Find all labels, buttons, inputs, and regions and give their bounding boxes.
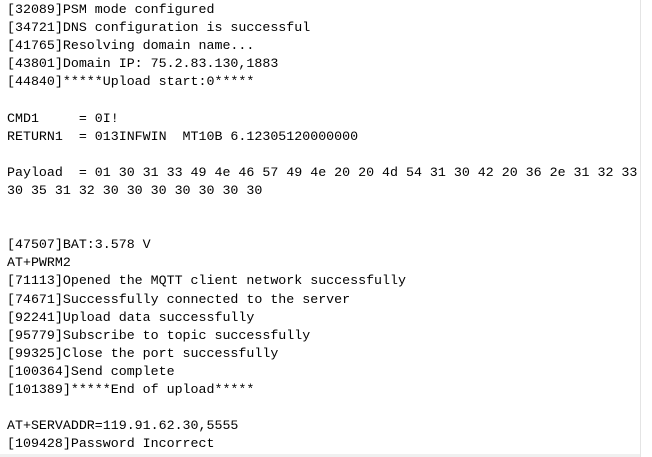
log-line: RETURN1 = 013INFWIN MT10B 6.123051200000… xyxy=(7,128,359,144)
log-line: [44840]*****Upload start:0***** xyxy=(7,74,255,90)
blank-line xyxy=(7,399,640,417)
log-line: [34721]DNS configuration is successful xyxy=(7,20,311,36)
log-line: [32089]PSM mode configured xyxy=(7,2,215,17)
log-line: CMD1 = 0I! xyxy=(7,110,119,126)
log-line: [74671]Successfully connected to the ser… xyxy=(7,291,351,307)
log-line: Payload = 01 30 31 33 49 4e 46 57 49 4e … xyxy=(7,164,638,180)
blank-line xyxy=(7,91,640,109)
log-line: [92241]Upload data successfully xyxy=(7,309,255,325)
vertical-scrollbar-track[interactable] xyxy=(640,0,652,457)
blank-line xyxy=(7,200,640,218)
blank-line xyxy=(7,218,640,236)
log-line: [41765]Resolving domain name... xyxy=(7,38,255,54)
log-line: AT+PWRM2 xyxy=(7,255,71,271)
log-line: [101389]*****End of upload***** xyxy=(7,381,255,397)
log-line: [100364]Send complete xyxy=(7,363,175,379)
log-line: [43801]Domain IP: 75.2.83.130,1883 xyxy=(7,56,279,72)
log-line: [71113]Opened the MQTT client network su… xyxy=(7,273,406,289)
log-line: [47507]BAT:3.578 V xyxy=(7,237,151,253)
log-line: [95779]Subscribe to topic successfully xyxy=(7,327,311,343)
blank-line xyxy=(7,146,640,164)
log-line: AT+SERVADDR=119.91.62.30,5555 xyxy=(7,418,239,434)
window-bottom-edge xyxy=(0,454,640,457)
log-line: [109428]Password Incorrect xyxy=(7,436,215,452)
log-line: [99325]Close the port successfully xyxy=(7,345,279,361)
log-line: 30 35 31 32 30 30 30 30 30 30 30 xyxy=(7,182,263,198)
